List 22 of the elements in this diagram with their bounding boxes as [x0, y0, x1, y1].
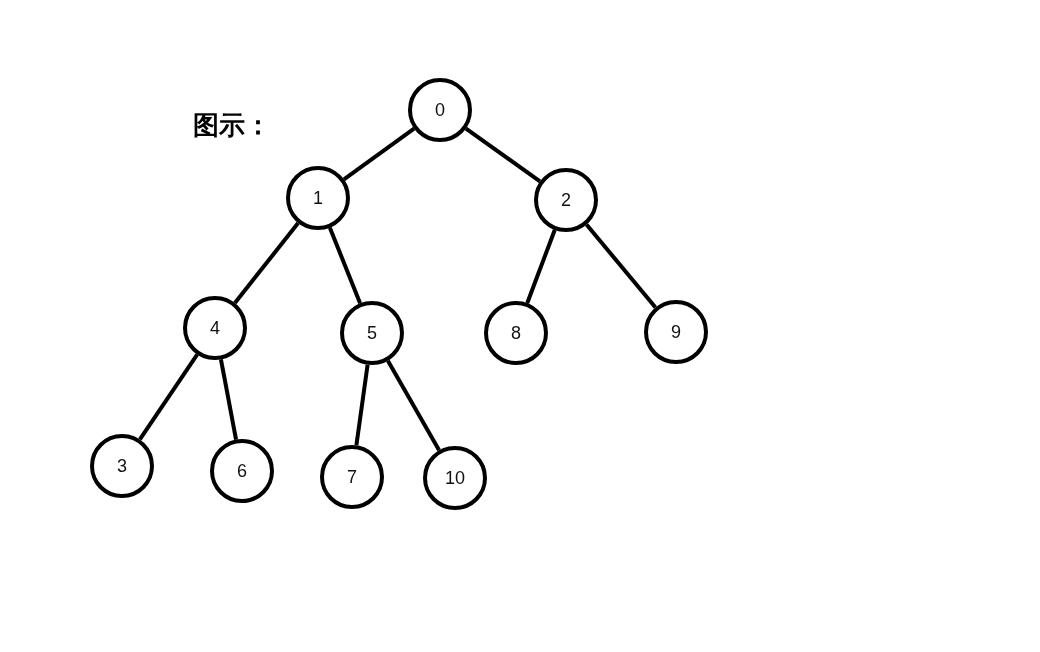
tree-node-circle: 2: [534, 168, 598, 232]
tree-edge: [525, 229, 557, 304]
tree-edge: [233, 221, 300, 305]
tree-edge: [386, 359, 441, 452]
tree-edge: [328, 226, 362, 305]
tree-edge: [138, 353, 199, 441]
tree-edge: [584, 223, 658, 309]
tree-node-circle: 8: [484, 301, 548, 365]
tree-node-circle: 3: [90, 434, 154, 498]
tree-node-circle: 0: [408, 78, 472, 142]
tree-edge: [218, 359, 239, 440]
tree-node-circle: 5: [340, 301, 404, 365]
tree-node-circle: 10: [423, 446, 487, 510]
tree-node-circle: 1: [286, 166, 350, 230]
tree-node-circle: 9: [644, 300, 708, 364]
tree-edge: [354, 364, 370, 446]
title: 图示：: [193, 109, 271, 142]
tree-edge: [464, 126, 542, 184]
tree-edge: [342, 127, 416, 181]
tree-node-circle: 6: [210, 439, 274, 503]
tree-node-circle: 4: [183, 296, 247, 360]
tree-node-circle: 7: [320, 445, 384, 509]
